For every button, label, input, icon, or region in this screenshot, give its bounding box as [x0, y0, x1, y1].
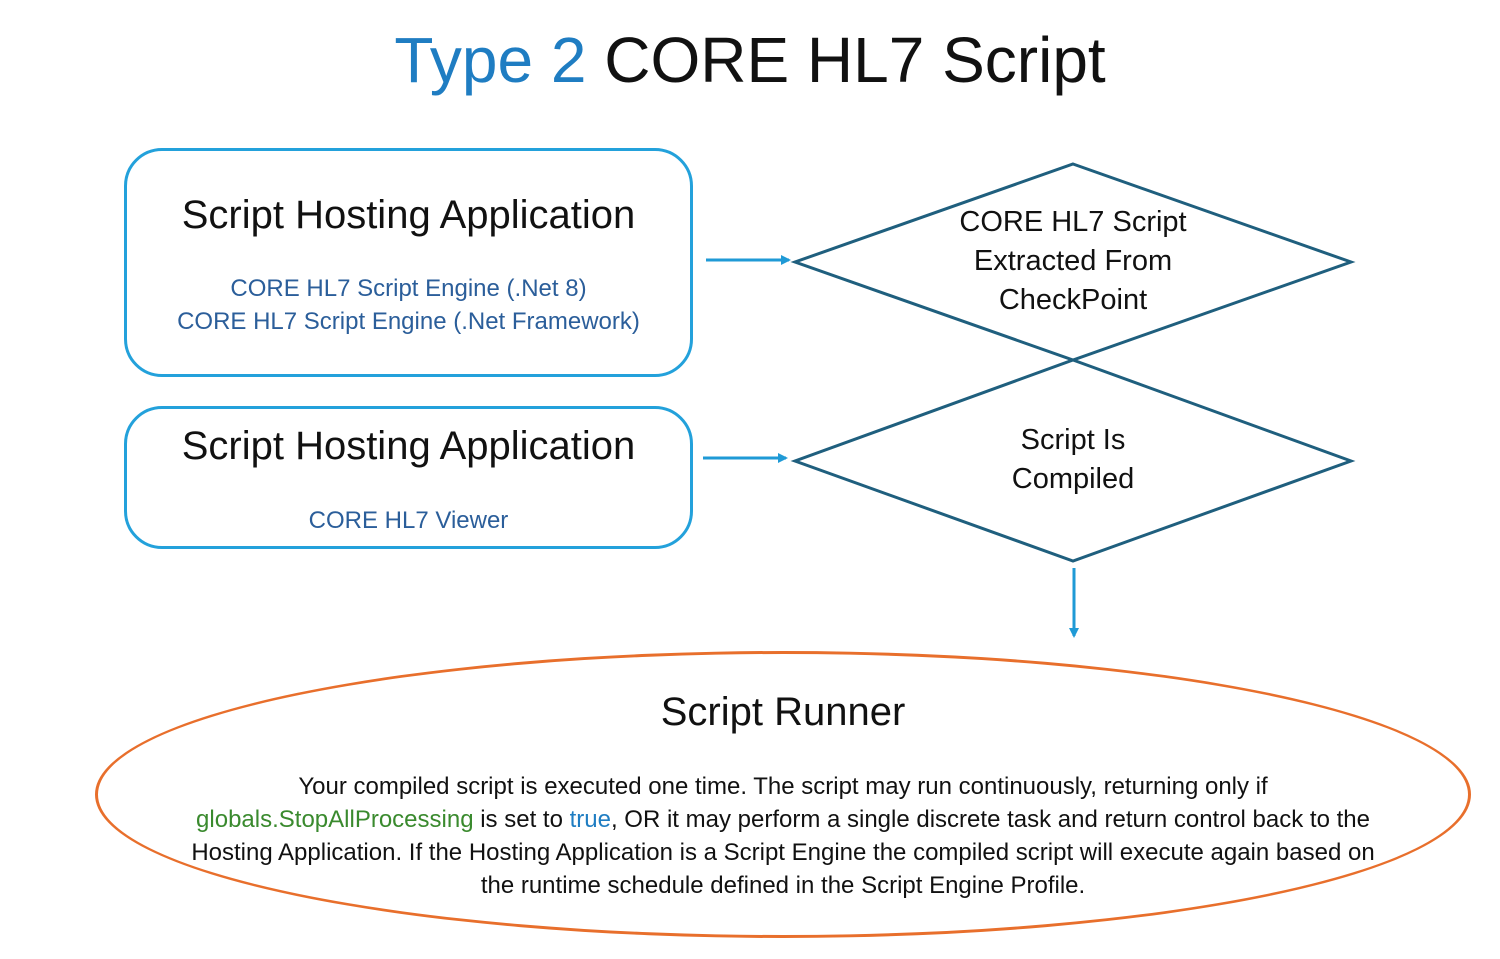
script-runner-description: Your compiled script is executed one tim…	[180, 770, 1386, 902]
script-runner-oval	[95, 651, 1471, 938]
title-accent: Type 2	[394, 24, 587, 96]
host-box-script-engine: Script Hosting Application CORE HL7 Scri…	[124, 148, 693, 377]
script-runner-title: Script Runner	[660, 690, 906, 734]
decision-line: Script Is	[1020, 424, 1126, 456]
decision-label-compiled: Script Is Compiled	[900, 421, 1246, 499]
host-box-heading: Script Hosting Application	[181, 193, 636, 237]
runner-code-value: true	[569, 806, 611, 833]
decision-diamond-compiled	[790, 358, 1356, 563]
runner-code-flag: globals.StopAllProcessing	[196, 806, 474, 833]
host-box-viewer: Script Hosting Application CORE HL7 View…	[124, 406, 693, 549]
runner-text: , OR it may perform a single discrete ta…	[191, 806, 1375, 899]
decision-label-extracted: CORE HL7 Script Extracted From CheckPoin…	[900, 203, 1246, 320]
decision-line: Compiled	[1011, 463, 1135, 495]
decision-line: CheckPoint	[998, 284, 1148, 316]
title-rest: CORE HL7 Script	[586, 24, 1106, 96]
decision-line: Extracted From	[973, 245, 1173, 277]
host-box-item: CORE HL7 Script Engine (.Net Framework)	[177, 308, 640, 335]
host-box-item: CORE HL7 Viewer	[308, 507, 509, 534]
runner-text: Your compiled script is executed one tim…	[298, 773, 1268, 800]
runner-text: is set to	[473, 806, 570, 833]
page-title: Type 2 CORE HL7 Script	[0, 22, 1500, 98]
host-box-heading: Script Hosting Application	[181, 424, 636, 468]
host-box-item: CORE HL7 Script Engine (.Net 8)	[230, 275, 587, 302]
decision-line: CORE HL7 Script	[959, 206, 1187, 238]
